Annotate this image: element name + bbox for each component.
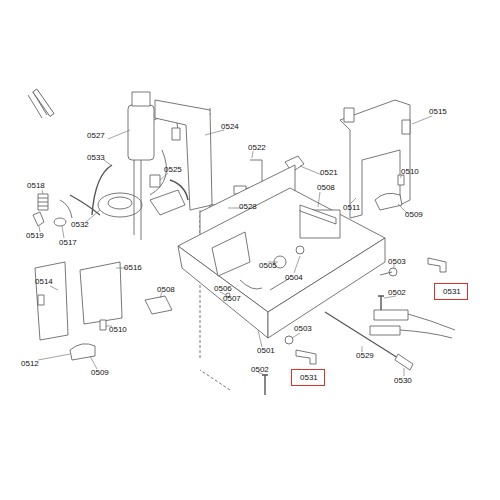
callout-number: 0509 — [405, 211, 423, 219]
callout-number: 0532 — [71, 221, 89, 229]
callout-number: 0509 — [91, 369, 109, 377]
callout-number: 0524 — [221, 123, 239, 131]
callout-number: 0515 — [429, 108, 447, 116]
callout-number: 0508 — [317, 184, 335, 192]
callout-number: 0511 — [343, 204, 360, 212]
callout-number: 0502 — [251, 366, 269, 374]
callout-number: 0518 — [27, 182, 45, 190]
callout-number: 0531 — [300, 374, 316, 382]
callout-number: 0507 — [223, 295, 241, 303]
callout-number: 0527 — [87, 132, 105, 140]
callout-number: 0517 — [59, 239, 77, 247]
callout-number: 0503 — [388, 258, 406, 266]
callout-number: 0510 — [109, 326, 127, 334]
callout-number: 0505 — [259, 262, 277, 270]
callout-number: 0503 — [294, 325, 312, 333]
callout-number: 0510 — [401, 168, 419, 176]
callout-number: 0530 — [394, 377, 412, 385]
callout-number: 0502 — [388, 289, 406, 297]
callout-number: 0501 — [257, 347, 275, 355]
callout-number: 0512 — [21, 360, 39, 368]
callout-number: 0529 — [356, 352, 374, 360]
highlight-box: 0531 — [291, 369, 325, 386]
callout-number: 0521 — [320, 169, 338, 177]
callout-number: 0525 — [164, 166, 182, 174]
callout-number: 0533 — [87, 154, 105, 162]
callout-number: 0531 — [443, 288, 459, 296]
callout-number: 0522 — [248, 144, 266, 152]
callout-number: 0508 — [157, 286, 175, 294]
callout-number: 0506 — [214, 285, 232, 293]
callout-number: 0528 — [239, 203, 257, 211]
callout-number: 0516 — [124, 264, 142, 272]
callout-number: 0514 — [35, 278, 53, 286]
callout-number: 0519 — [26, 232, 44, 240]
highlight-box: 0531 — [434, 283, 468, 300]
callout-number: 0504 — [285, 274, 303, 282]
